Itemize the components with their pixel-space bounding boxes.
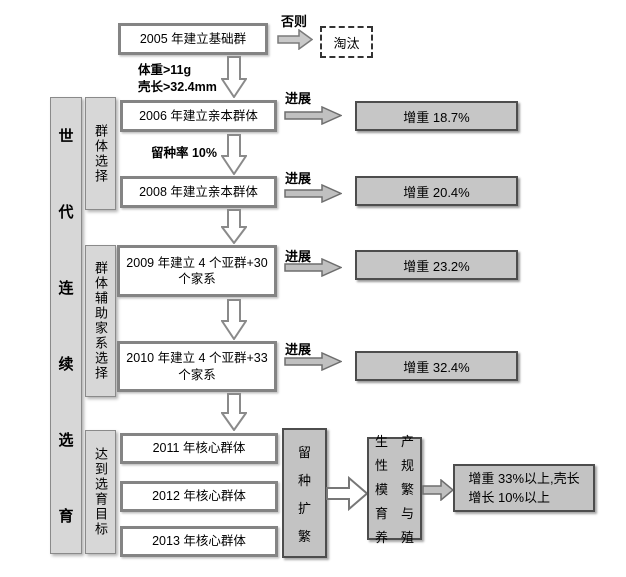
- production-breeding-box: 生 性 模 育 养 产 规 繁 与 殖: [367, 434, 422, 545]
- phase-breeding-goal: 达到选育目标: [85, 430, 116, 554]
- production-char: 生: [374, 434, 388, 449]
- phase-label: 群体辅助家系选择: [93, 261, 108, 381]
- progress-label: 进展: [285, 91, 312, 106]
- production-char: 与: [401, 506, 415, 521]
- progress-arrow-icon: [284, 184, 342, 203]
- final-result-line1: 增重 33%以上,壳长: [468, 470, 580, 486]
- production-breeding-text: 生 性 模 育 养 产 规 繁 与 殖: [375, 431, 414, 546]
- right-arrow-icon: [277, 29, 313, 50]
- result-label: 增重 23.2%: [403, 258, 470, 274]
- phase-label: 群体选择: [93, 123, 108, 184]
- production-char: 产: [401, 434, 415, 449]
- result-weight-gain-2008: 增重 20.4%: [355, 176, 518, 206]
- phase-family-assisted-selection: 群体辅助家系选择: [85, 245, 116, 397]
- result-label: 增重 32.4%: [403, 359, 470, 375]
- box-label-line1: 2010 年建立 4 个亚群+33: [126, 351, 268, 366]
- result-weight-gain-2010: 增重 32.4%: [355, 351, 518, 381]
- production-char: 殖: [401, 530, 415, 545]
- result-weight-gain-2009: 增重 23.2%: [355, 250, 518, 280]
- result-weight-gain-2006: 增重 18.7%: [355, 101, 518, 131]
- box-label: 2006 年建立亲本群体: [139, 108, 258, 123]
- shell-criteria-label: 壳长>32.4mm: [138, 80, 217, 94]
- production-char: 育: [374, 506, 388, 521]
- phase-population-selection: 群体选择: [85, 97, 116, 210]
- box-label-line2: 个家系: [178, 272, 216, 286]
- progress-arrow-icon: [284, 258, 342, 277]
- box-2012-core-population: 2012 年核心群体: [120, 481, 278, 512]
- result-label: 增重 18.7%: [403, 109, 470, 125]
- box-2005-base-population: 2005 年建立基础群: [118, 23, 268, 55]
- generation-bar: 世 代 连 续 选 育: [50, 97, 82, 554]
- retain-char: 繁: [297, 528, 311, 544]
- production-char: 模: [374, 482, 388, 497]
- box-label: 2012 年核心群体: [152, 489, 246, 504]
- eliminate-box: 淘汰: [320, 26, 373, 58]
- right-arrow-icon: [422, 479, 454, 501]
- phase-label: 达到选育目标: [93, 447, 108, 537]
- final-result-line2: 增长 10%以上: [468, 490, 551, 505]
- generation-char: 世: [58, 128, 74, 146]
- generation-char: 育: [58, 507, 74, 525]
- weight-criteria-label: 体重>11g: [138, 63, 192, 77]
- down-arrow-icon: [221, 393, 247, 431]
- box-2010-subgroups-families: 2010 年建立 4 个亚群+33 个家系: [117, 341, 277, 392]
- eliminate-label: 淘汰: [333, 35, 360, 51]
- result-label: 增重 20.4%: [403, 184, 470, 200]
- progress-arrow-icon: [284, 106, 342, 125]
- box-label: 2011 年核心群体: [152, 441, 246, 456]
- progress-arrow-icon: [284, 352, 342, 371]
- generation-char: 连: [58, 280, 74, 298]
- retain-char: 种: [297, 472, 311, 488]
- generation-char: 代: [58, 204, 74, 222]
- retain-char: 扩: [297, 500, 311, 516]
- production-char: 繁: [401, 482, 415, 497]
- box-2006-parent-population: 2006 年建立亲本群体: [120, 100, 277, 132]
- box-label-line2: 个家系: [178, 367, 216, 382]
- box-2013-core-population: 2013 年核心群体: [120, 526, 278, 557]
- generation-char: 选: [58, 431, 74, 449]
- retention-rate-label: 留种率 10%: [151, 146, 217, 160]
- box-label-line1: 2009 年建立 4 个亚群+30: [126, 255, 268, 270]
- box-label: 2013 年核心群体: [152, 534, 246, 549]
- retain-expand-box: 留 种 扩 繁: [282, 428, 327, 558]
- box-label: 2005 年建立基础群: [139, 31, 247, 46]
- progress-label: 进展: [285, 171, 312, 186]
- production-char: 规: [401, 458, 415, 473]
- retain-expand-text: 留 种 扩 繁: [298, 442, 311, 545]
- retain-char: 留: [297, 444, 311, 460]
- progress-label: 进展: [285, 342, 312, 357]
- box-2011-core-population: 2011 年核心群体: [120, 433, 278, 464]
- production-char: 性: [374, 458, 388, 473]
- down-arrow-icon: [221, 56, 247, 98]
- box-2009-subgroups-families: 2009 年建立 4 个亚群+30 个家系: [117, 245, 277, 297]
- box-2008-parent-population: 2008 年建立亲本群体: [120, 176, 277, 208]
- production-char: 养: [374, 530, 388, 545]
- outline-right-arrow-icon: [326, 475, 368, 512]
- down-arrow-icon: [221, 209, 247, 244]
- box-label: 2008 年建立亲本群体: [139, 184, 258, 199]
- final-result-box: 增重 33%以上,壳长 增长 10%以上: [453, 464, 595, 512]
- down-arrow-icon: [221, 134, 247, 175]
- progress-label: 进展: [285, 249, 312, 264]
- otherwise-label: 否则: [281, 14, 308, 29]
- down-arrow-icon: [221, 299, 247, 340]
- generation-char: 续: [58, 355, 74, 373]
